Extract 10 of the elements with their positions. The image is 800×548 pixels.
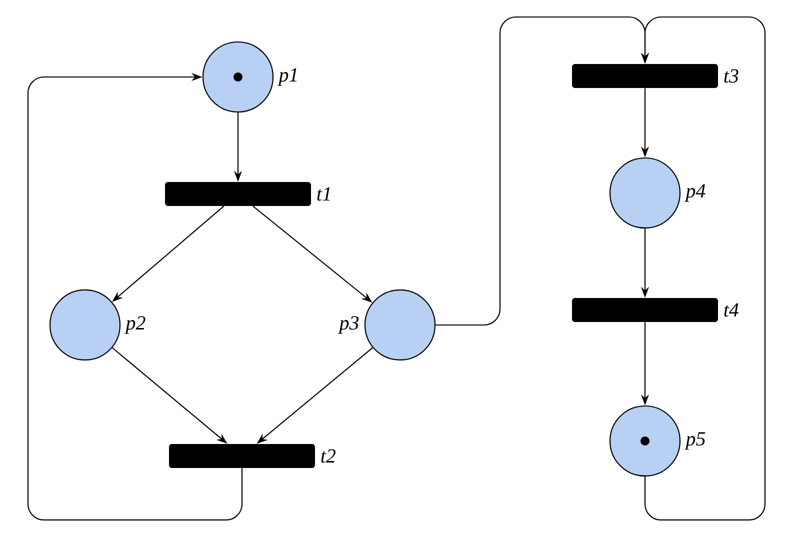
place-label: p1 — [278, 68, 297, 86]
place-label: t2 — [321, 449, 336, 463]
place-label: p4 — [684, 184, 706, 202]
place-label: t4 — [724, 303, 739, 317]
place-label: p3 — [338, 316, 359, 334]
place-label: p2 — [124, 316, 146, 334]
place-label: t3 — [724, 69, 738, 83]
place-label: t1 — [317, 187, 330, 201]
arrow — [27, 72, 243, 521]
place-label: p5 — [684, 432, 706, 450]
